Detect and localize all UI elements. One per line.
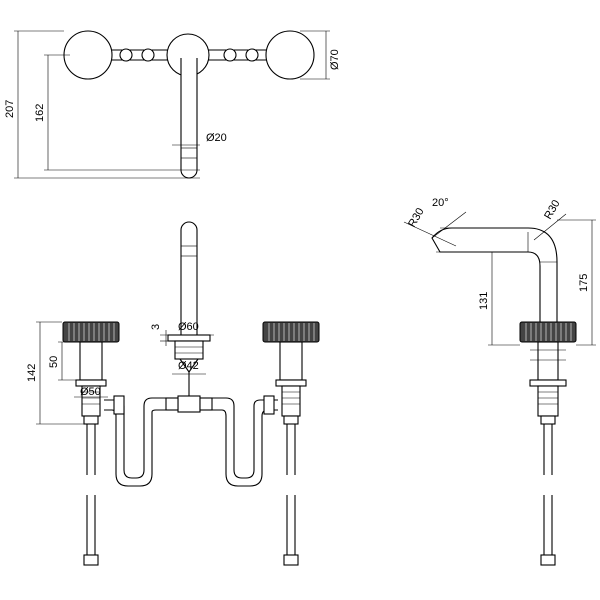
dim-spout-height: 175: [578, 274, 590, 292]
side-handle: [519, 321, 577, 343]
side-spout: [431, 227, 558, 323]
dim-flange-diameter: Ø60: [178, 321, 199, 333]
front-right-hose: [212, 397, 278, 479]
side-view: 20° R30 R30 131 175: [403, 197, 596, 566]
top-view: Ø20 Ø70 162 207: [4, 30, 341, 179]
top-joint: [141, 48, 155, 62]
front-view: 3 Ø60 Ø42: [26, 221, 320, 566]
dim-angle: 20°: [432, 197, 449, 209]
top-joint: [223, 48, 237, 62]
front-right-stem: [279, 341, 303, 381]
dim-spout-diameter: Ø20: [206, 132, 227, 144]
front-right-handle: [262, 321, 320, 343]
dim-outlet-height: 131: [478, 292, 490, 310]
front-body: [174, 340, 204, 360]
side-stem: [537, 341, 559, 381]
dim-handle-base-diameter: Ø50: [80, 386, 101, 398]
dim-radius-right: R30: [542, 198, 562, 221]
top-right-handle: [265, 30, 315, 80]
top-joint: [245, 48, 259, 62]
dim-reach: 162: [34, 104, 46, 122]
front-left-handle: [62, 321, 120, 343]
dim-body-diameter: Ø42: [178, 360, 199, 372]
dim-handle-diameter: Ø70: [329, 49, 341, 70]
dim-total-height: 207: [4, 100, 16, 118]
top-spout: [180, 58, 198, 179]
front-right-valve: [281, 385, 301, 417]
top-left-handle: [63, 30, 113, 80]
dim-radius-left: R30: [406, 206, 426, 229]
front-center-tee: [177, 395, 201, 413]
front-left-stem: [79, 341, 103, 381]
front-flange: [167, 334, 211, 342]
front-spout: [180, 221, 198, 335]
side-valve: [537, 385, 559, 417]
top-joint: [119, 48, 133, 62]
dim-handle-base-height: 50: [48, 356, 60, 368]
dim-handle-height: 142: [26, 364, 38, 382]
dim-flange-thickness: 3: [150, 324, 162, 330]
